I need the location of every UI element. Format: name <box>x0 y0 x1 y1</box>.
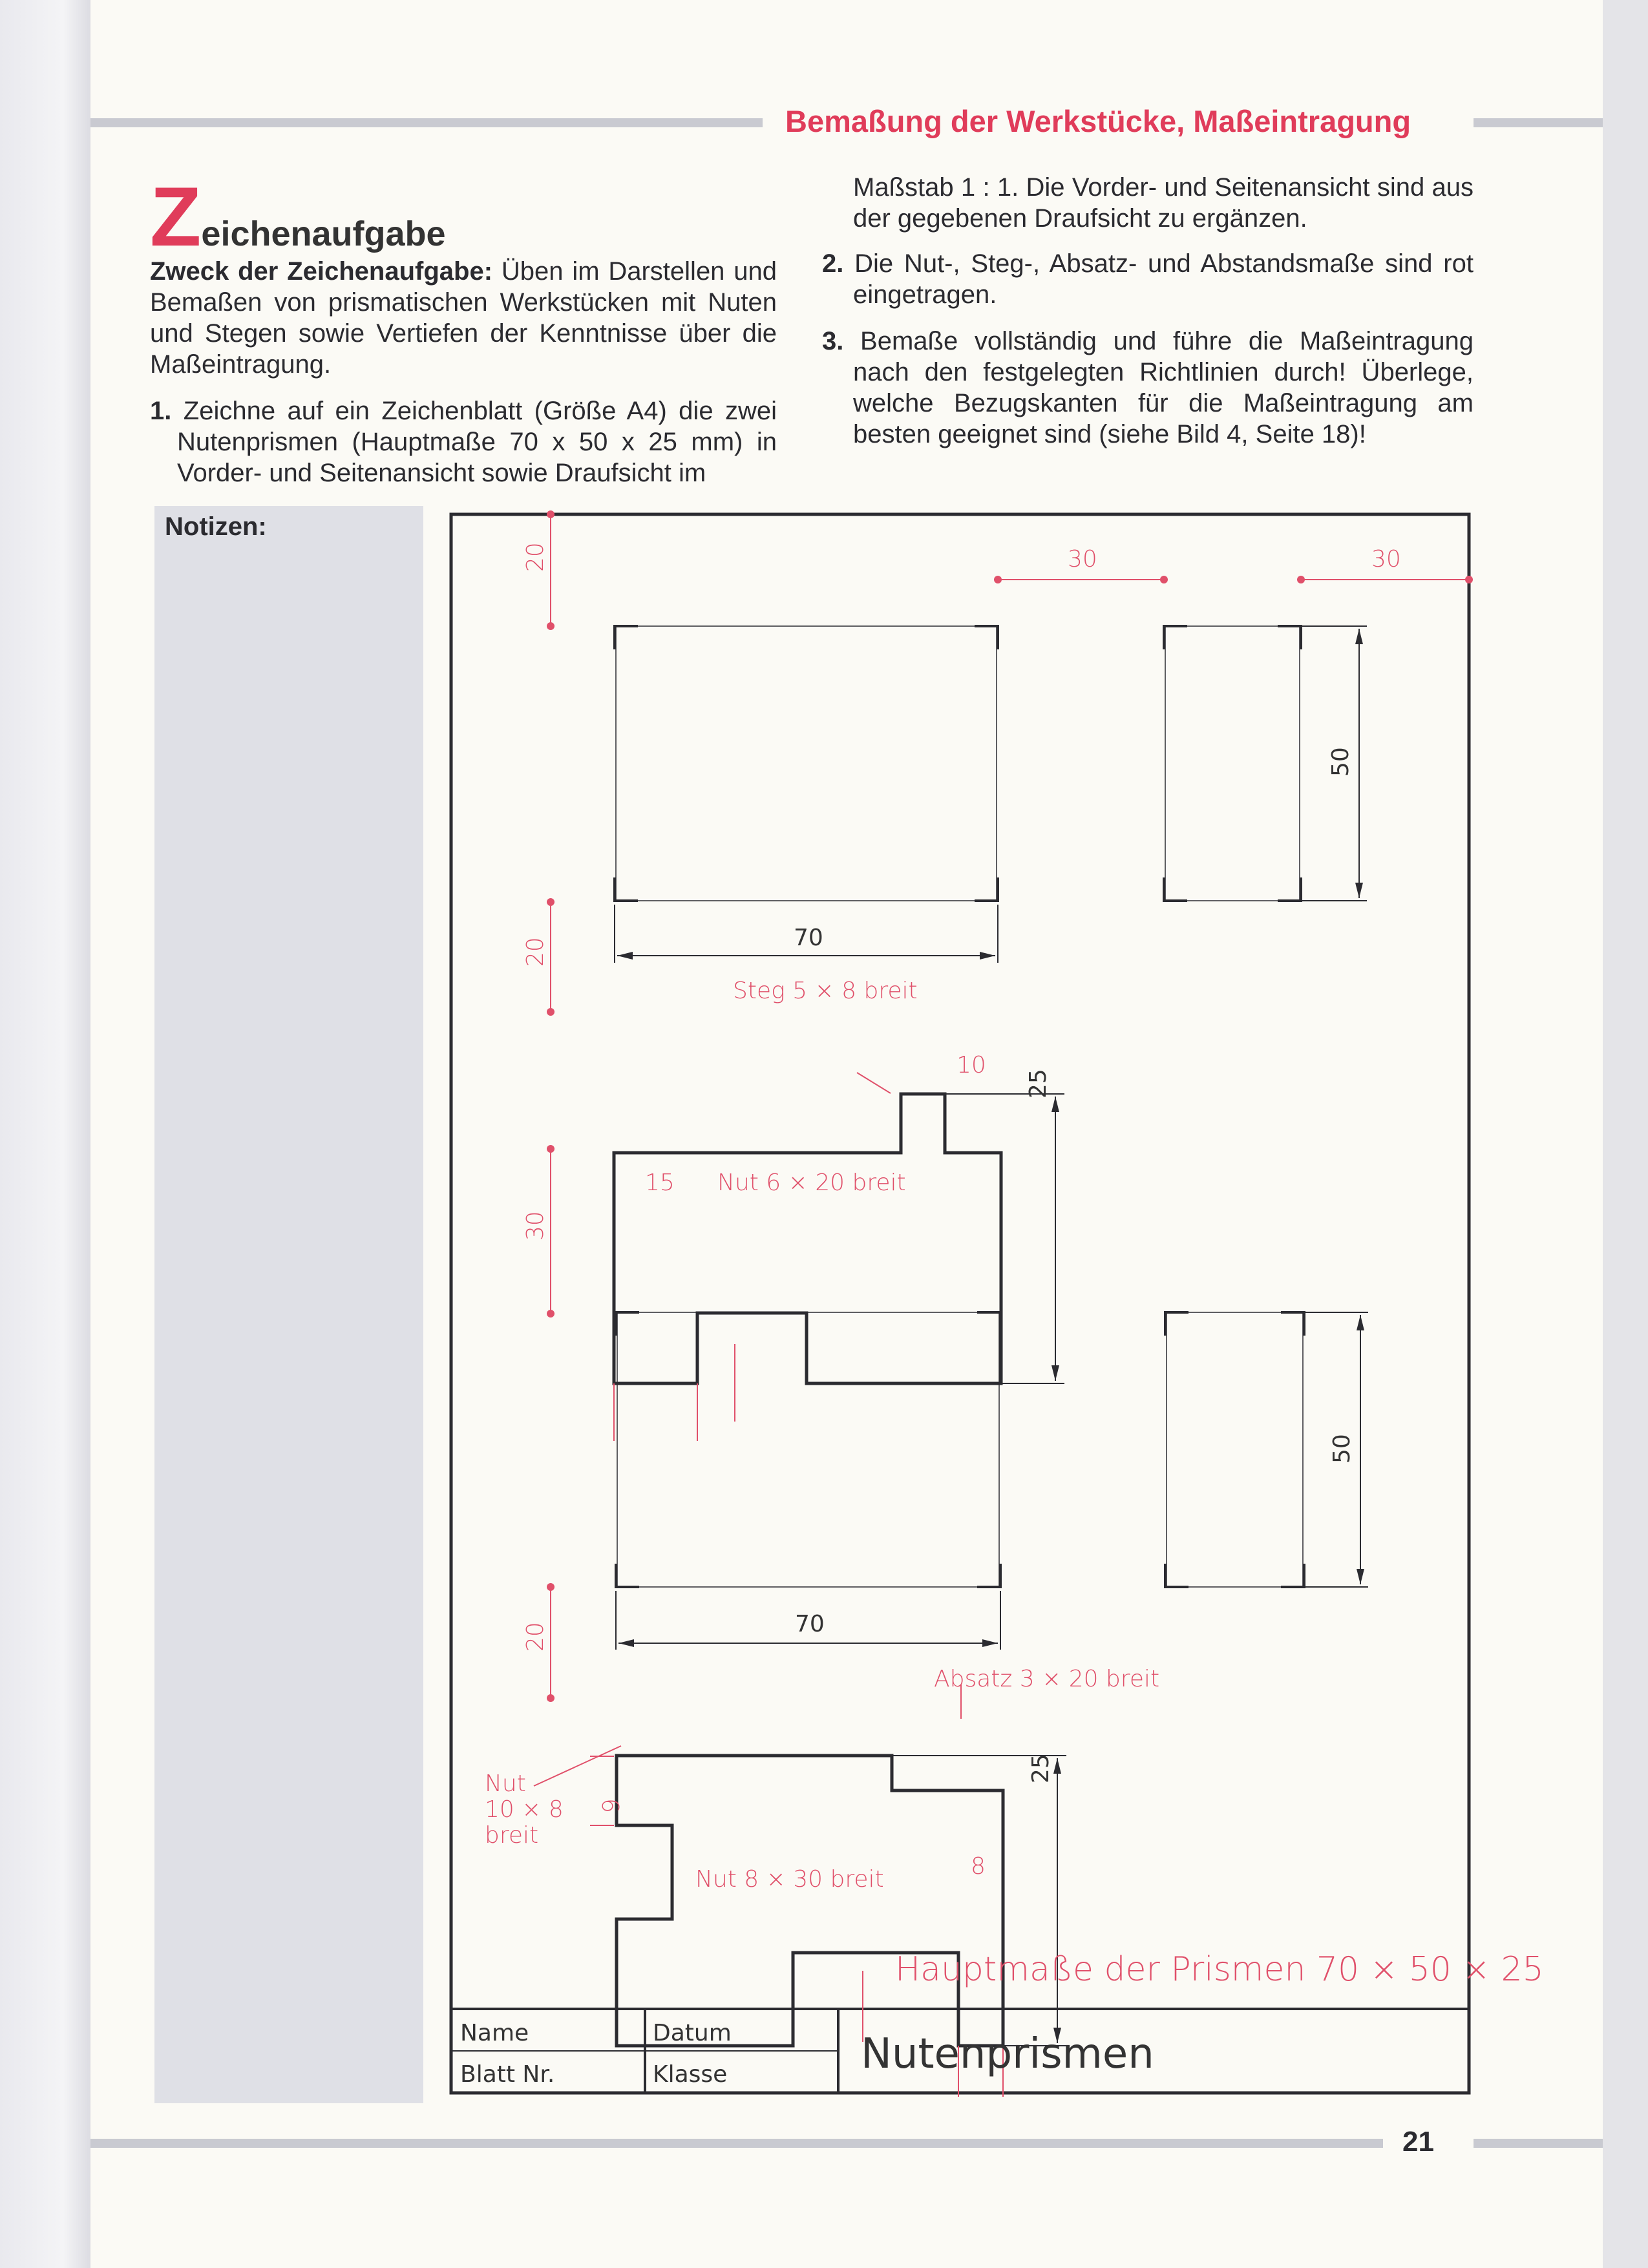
top-view-1 <box>613 625 999 902</box>
dim-25-2: 25 <box>1028 1754 1054 1783</box>
item-text: Die Nut-, Steg-, Absatz- und Abstandsmaß… <box>853 249 1474 309</box>
dim-30-gap: 30 <box>1068 546 1097 572</box>
header-band-left <box>90 118 763 127</box>
footer-band-right <box>1474 2139 1603 2148</box>
main-dimensions-note: Hauptmaße der Prismen 70 × 50 × 25 <box>895 1950 1544 1989</box>
titleblock-datum-label: Datum <box>653 2020 732 2046</box>
task-item-1b: Maßstab 1 : 1. Die Vorder- und Seitenans… <box>853 173 1474 233</box>
title-initial: Z <box>150 169 202 264</box>
item-number: 2. <box>822 249 844 278</box>
item-text: Bemaße vollständig und führe die Maßeint… <box>853 327 1474 448</box>
drawing-frame <box>449 512 1471 2095</box>
red-dimension-points <box>547 510 1473 1702</box>
label-absatz: Absatz 3 × 20 breit <box>934 1666 1159 1692</box>
task-item-3: 3. Bemaße vollständig und führe die Maße… <box>822 326 1474 450</box>
task-item-1a: 1. Zeichne auf ein Zeichenblatt (Größe A… <box>150 395 777 488</box>
dim-25-1: 25 <box>1025 1069 1051 1098</box>
notes-label: Notizen: <box>165 512 267 541</box>
titleblock-name-label: Name <box>460 2020 529 2046</box>
notes-box[interactable]: Notizen: <box>154 506 423 2103</box>
label-nut-1: Nut 6 × 20 breit <box>717 1170 906 1196</box>
page-number: 21 <box>1402 2126 1434 2158</box>
top-view-2 <box>615 1311 1002 1588</box>
task-title: Zeichenaufgabe <box>150 174 446 258</box>
label-steg: Steg 5 × 8 breit <box>733 978 918 1004</box>
purpose-label: Zweck der Zeichenaufgabe: <box>150 257 493 286</box>
dim-70-2: 70 <box>795 1611 825 1637</box>
dim-30-vertical: 30 <box>522 1211 549 1241</box>
dim-10: 10 <box>956 1052 986 1078</box>
label-nut-3-line3: breit <box>485 1822 538 1849</box>
label-nut-2: Nut 8 × 30 breit <box>695 1866 884 1893</box>
item-text: Zeichne auf ein Zeichenblatt (Größe A4) … <box>177 397 777 487</box>
arrowheads <box>617 629 1364 2043</box>
side-view-2 <box>1164 1311 1305 1588</box>
section-title: Bemaßung der Werkstücke, Maßeintragung <box>785 104 1411 138</box>
item-number: 3. <box>822 327 844 355</box>
dim-70-1: 70 <box>794 925 823 951</box>
front-view-1 <box>612 1092 1003 1385</box>
dim-20-mid: 20 <box>522 937 549 967</box>
dim-30-edge: 30 <box>1371 546 1401 572</box>
purpose-text: Üben im Darstellen und Bemaßen von prism… <box>150 257 777 379</box>
red-dimension-lines <box>533 514 1469 2097</box>
dim-50-1: 50 <box>1327 747 1354 777</box>
page-gutter <box>0 0 90 2268</box>
title-rest: eichenaufgabe <box>201 215 446 253</box>
header-band-right <box>1474 118 1603 127</box>
label-nut-3-line1: Nut <box>485 1770 526 1797</box>
page-edge <box>1603 0 1648 2268</box>
dim-15: 15 <box>645 1170 675 1196</box>
dim-20-top: 20 <box>522 542 549 572</box>
footer-band-left <box>90 2139 1383 2148</box>
purpose-paragraph: Zweck der Zeichenaufgabe: Üben im Darste… <box>150 256 777 380</box>
dim-20-lower: 20 <box>522 1622 549 1652</box>
dim-8: 8 <box>971 1853 986 1880</box>
titleblock-title: Nutenprismen <box>861 2030 1154 2078</box>
label-nut-3-line2: 10 × 8 <box>485 1796 564 1823</box>
titleblock-blatt-label: Blatt Nr. <box>460 2061 555 2088</box>
titleblock-klasse-label: Klasse <box>653 2061 727 2088</box>
dim-50-2: 50 <box>1329 1434 1355 1464</box>
task-item-2: 2. Die Nut-, Steg-, Absatz- und Abstands… <box>822 248 1474 310</box>
front-view-2 <box>615 1754 1005 2048</box>
side-view-1 <box>1163 625 1302 902</box>
dim-6: 6 <box>597 1798 623 1813</box>
item-number: 1. <box>150 397 172 425</box>
black-dimension-lines <box>614 625 1368 2046</box>
